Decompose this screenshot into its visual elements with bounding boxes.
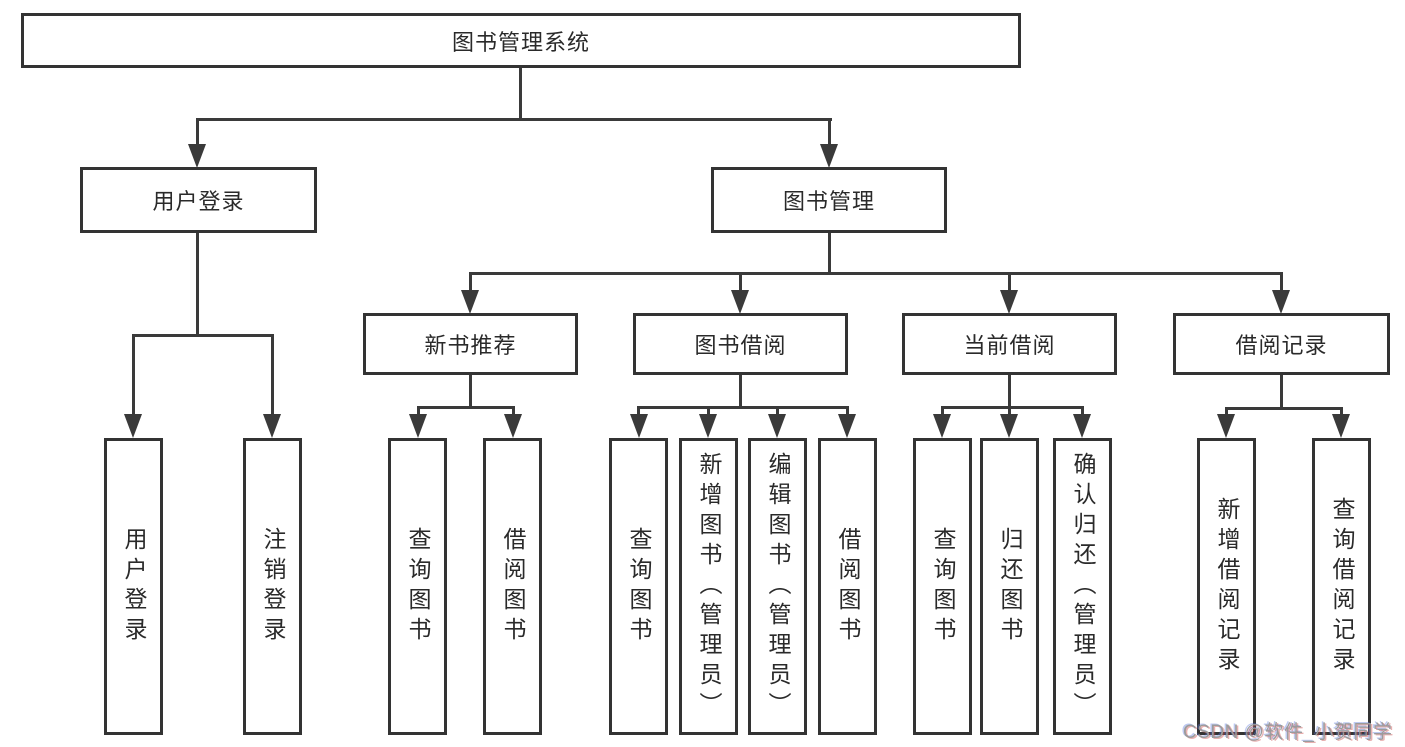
- arrow-down-icon: [1332, 414, 1350, 438]
- leaf-logout: 注销登录: [243, 438, 302, 735]
- leaf-add-borrow-record: 新增借阅记录: [1197, 438, 1256, 735]
- leaf-borrow-books-recommend-label: 借阅图书: [500, 526, 526, 647]
- arrow-down-icon: [838, 414, 856, 438]
- connector: [1225, 407, 1343, 410]
- connector: [1008, 375, 1011, 409]
- leaf-query-borrow-record-label: 查询借阅记录: [1329, 496, 1355, 677]
- connector: [828, 233, 831, 275]
- connector: [196, 118, 832, 121]
- leaf-return-books: 归还图书: [980, 438, 1039, 735]
- connector: [196, 118, 199, 146]
- connector: [512, 406, 515, 416]
- node-current-borrow: 当前借阅: [902, 313, 1117, 375]
- connector: [469, 272, 472, 292]
- connector: [132, 334, 274, 337]
- node-user-login: 用户登录: [80, 167, 317, 233]
- connector: [1225, 407, 1228, 416]
- leaf-add-books-admin-label: 新增图书（管理员）: [696, 451, 722, 722]
- leaf-borrow-books-label: 借阅图书: [835, 526, 861, 647]
- node-borrow-records: 借阅记录: [1173, 313, 1390, 375]
- leaf-user-login-label: 用户登录: [121, 526, 147, 647]
- node-book-borrow-label: 图书借阅: [694, 333, 787, 358]
- leaf-edit-books-admin: 编辑图书（管理员）: [748, 438, 807, 735]
- connector: [846, 406, 849, 416]
- connector: [1340, 407, 1343, 416]
- arrow-down-icon: [1000, 290, 1018, 314]
- leaf-query-books-recommend-label: 查询图书: [405, 526, 431, 647]
- leaf-borrow-books-recommend: 借阅图书: [483, 438, 542, 735]
- node-book-management: 图书管理: [711, 167, 947, 233]
- arrow-down-icon: [1073, 414, 1091, 438]
- leaf-add-books-admin: 新增图书（管理员）: [679, 438, 738, 735]
- connector: [1008, 406, 1011, 416]
- connector: [1280, 375, 1283, 409]
- arrow-down-icon: [504, 414, 522, 438]
- leaf-add-borrow-record-label: 新增借阅记录: [1214, 496, 1240, 677]
- leaf-query-books-borrow: 查询图书: [609, 438, 668, 735]
- connector: [519, 66, 522, 121]
- leaf-query-books-borrow-label: 查询图书: [626, 526, 652, 647]
- leaf-user-login: 用户登录: [104, 438, 163, 735]
- leaf-logout-label: 注销登录: [260, 526, 286, 647]
- arrow-down-icon: [768, 414, 786, 438]
- csdn-watermark: CSDN @软件_小贺同学: [1183, 722, 1393, 743]
- arrow-down-icon: [820, 144, 838, 168]
- connector: [1008, 272, 1011, 292]
- connector: [271, 334, 274, 416]
- leaf-query-books-recommend: 查询图书: [388, 438, 447, 735]
- connector: [739, 272, 742, 292]
- leaf-query-books-current: 查询图书: [913, 438, 972, 735]
- arrow-down-icon: [124, 414, 142, 438]
- connector: [637, 406, 849, 409]
- arrow-down-icon: [263, 414, 281, 438]
- arrow-down-icon: [1000, 414, 1018, 438]
- connector: [1280, 272, 1283, 292]
- connector: [132, 334, 135, 416]
- node-new-book-recommend: 新书推荐: [363, 313, 578, 375]
- connector: [637, 406, 640, 416]
- leaf-borrow-books: 借阅图书: [818, 438, 877, 735]
- node-new-book-recommend-label: 新书推荐: [424, 333, 517, 358]
- connector: [417, 406, 515, 409]
- node-library-system-label: 图书管理系统: [451, 29, 590, 55]
- node-borrow-records-label: 借阅记录: [1235, 333, 1328, 358]
- arrow-down-icon: [461, 290, 479, 314]
- connector: [1081, 406, 1084, 416]
- leaf-edit-books-admin-label: 编辑图书（管理员）: [765, 451, 791, 722]
- arrow-down-icon: [699, 414, 717, 438]
- node-user-login-label: 用户登录: [152, 189, 245, 214]
- connector: [417, 406, 420, 416]
- leaf-confirm-return-admin: 确认归还（管理员）: [1053, 438, 1112, 735]
- leaf-query-borrow-record: 查询借阅记录: [1312, 438, 1371, 735]
- connector: [828, 118, 831, 146]
- arrow-down-icon: [630, 414, 648, 438]
- connector: [196, 233, 199, 337]
- leaf-query-books-current-label: 查询图书: [930, 526, 956, 647]
- connector: [469, 272, 1283, 275]
- connector: [469, 375, 472, 409]
- leaf-confirm-return-admin-label: 确认归还（管理员）: [1070, 451, 1096, 722]
- node-current-borrow-label: 当前借阅: [963, 333, 1056, 358]
- arrow-down-icon: [1217, 414, 1235, 438]
- connector: [941, 406, 1084, 409]
- arrow-down-icon: [731, 290, 749, 314]
- arrow-down-icon: [1272, 290, 1290, 314]
- node-book-borrow: 图书借阅: [633, 313, 848, 375]
- arrow-down-icon: [188, 144, 206, 168]
- connector: [739, 375, 742, 409]
- connector: [776, 406, 779, 416]
- leaf-return-books-label: 归还图书: [997, 526, 1023, 647]
- node-library-system: 图书管理系统: [21, 13, 1021, 68]
- arrow-down-icon: [409, 414, 427, 438]
- node-book-management-label: 图书管理: [782, 189, 875, 214]
- arrow-down-icon: [933, 414, 951, 438]
- connector: [707, 406, 710, 416]
- connector: [941, 406, 944, 416]
